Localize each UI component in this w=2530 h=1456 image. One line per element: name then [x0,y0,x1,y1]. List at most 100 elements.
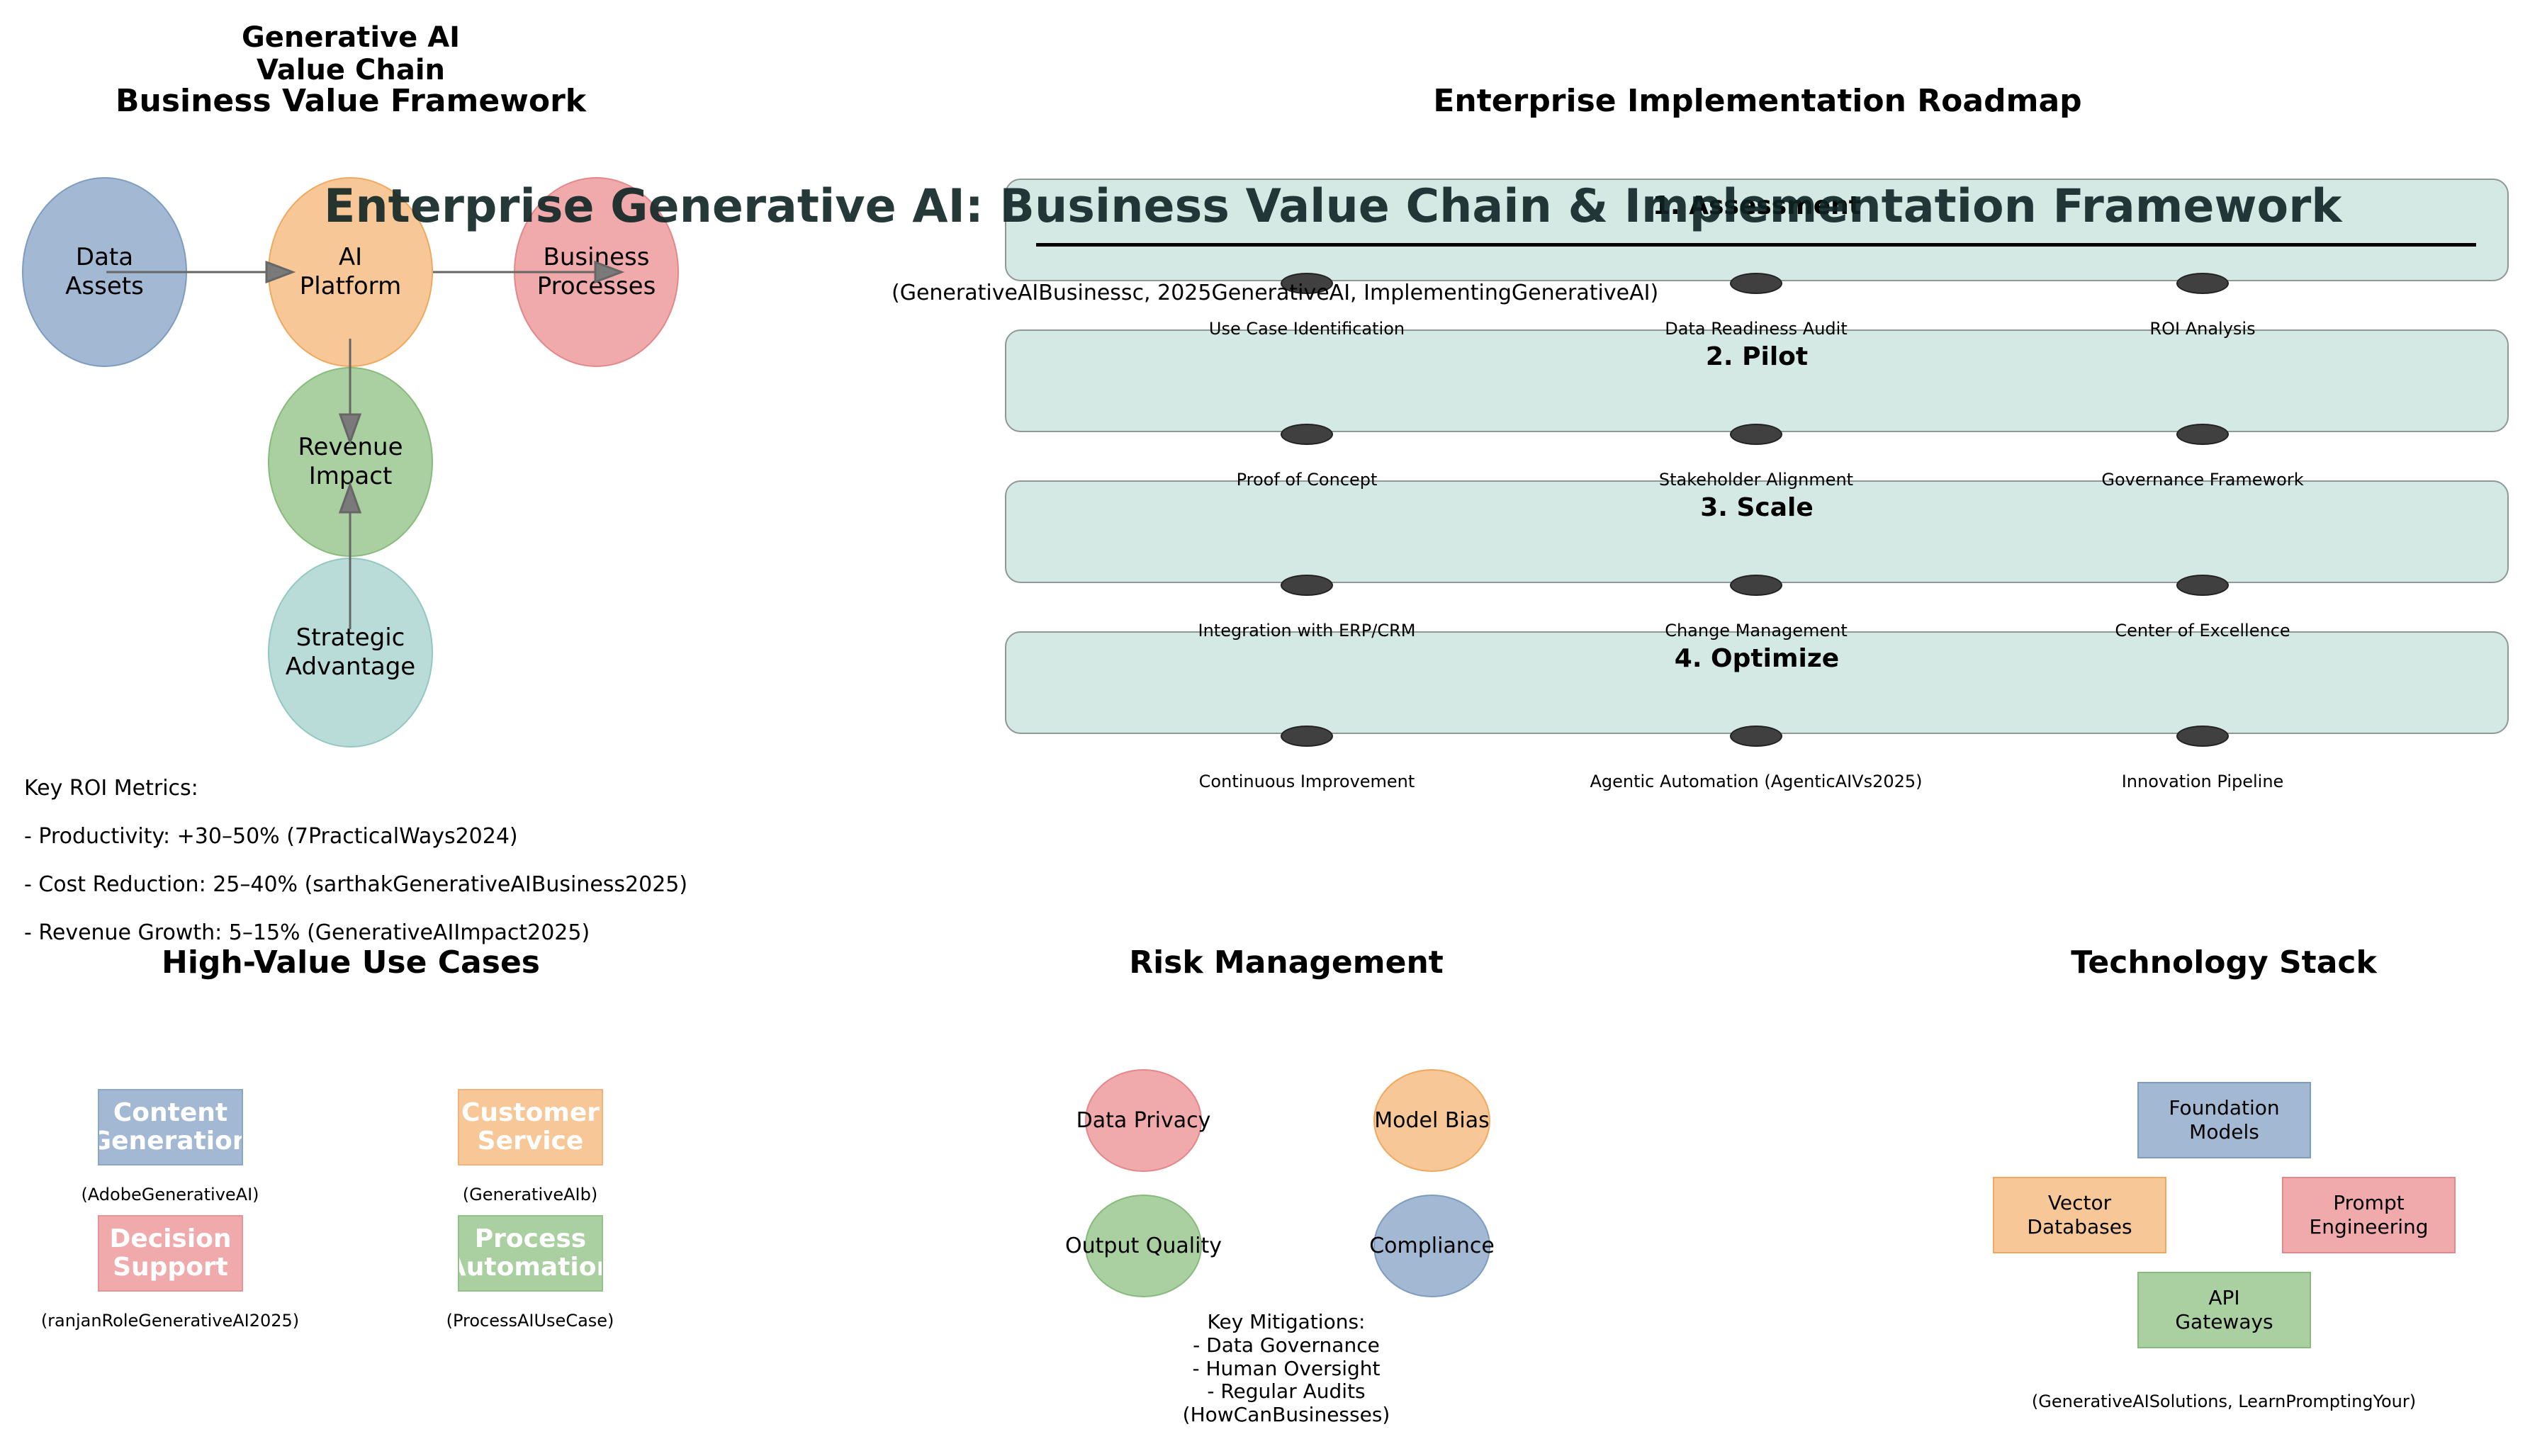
main-citation: (GenerativeAIBusinessc, 2025GenerativeAI… [892,281,1659,305]
main-title-underline [1036,243,2476,247]
tech-label-line1: Foundation [2169,1096,2280,1120]
stage-task: Stakeholder Alignment [1658,470,1854,490]
use-case-citation: (ProcessAIUseCase) [446,1311,614,1331]
roi-metric: - Productivity: +30–50% (7PracticalWays2… [24,824,518,849]
value-chain-title-line2: Value Chain [256,54,445,86]
use-case-label-line2: Service [477,1127,584,1156]
node-label-line2: Assets [65,272,144,300]
tech-title: Technology Stack [2071,944,2377,981]
use-case-content-generation: Content Generation [98,1089,243,1166]
node-label-line1: AI [338,243,363,272]
stage-task: Integration with ERP/CRM [1198,621,1416,640]
stage-marker [1730,575,1782,596]
value-chain-subtitle: Business Value Framework [115,83,587,119]
tech-label-line1: Vector [2047,1191,2112,1215]
arrowhead-ai-to-revenue-icon [338,413,362,446]
stage-task: Use Case Identification [1208,319,1405,339]
stage-pilot-box [1005,329,2509,432]
value-chain-title-line1: Generative AI [241,21,461,54]
risk-data-privacy: Data Privacy [1076,1069,1210,1172]
arrowhead-data-to-ai-icon [265,260,296,284]
stage-title: 2. Pilot [1705,342,1809,371]
node-label-line2: Advantage [285,653,416,681]
stage-task: Center of Excellence [2115,621,2290,640]
tech-label-line2: Engineering [2309,1215,2429,1238]
use-case-label-line1: Content [113,1098,228,1128]
tech-api-gateways: API Gateways [2137,1272,2311,1348]
mitigation-line: - Human Oversight [1192,1356,1381,1380]
stage-marker [2176,575,2229,596]
use-case-label-line2: Generation [98,1127,243,1156]
stage-title: 4. Optimize [1674,644,1840,673]
stage-marker [1730,726,1782,747]
risk-title: Risk Management [1129,944,1444,981]
risk-label: Compliance [1369,1234,1495,1258]
roi-title: Key ROI Metrics: [24,776,198,801]
tech-label-line1: API [2208,1286,2240,1310]
risk-model-bias: Model Bias [1373,1069,1490,1172]
mitigation-line: Key Mitigations: [1207,1310,1366,1333]
tech-label-line2: Gateways [2175,1310,2273,1333]
risk-label: Model Bias [1374,1108,1490,1133]
use-cases-title: High-Value Use Cases [162,944,540,981]
stage-title: 1. Assessment [1652,191,1861,220]
stage-marker [1281,726,1333,747]
roi-metric: - Cost Reduction: 25–40% (sarthakGenerat… [24,872,688,897]
arrowhead-strategic-to-revenue-icon [338,481,362,514]
use-case-citation: (GenerativeAIb) [462,1185,598,1204]
mitigation-line: (HowCanBusinesses) [1182,1403,1390,1426]
stage-marker [1281,575,1333,596]
stage-marker [1730,424,1782,445]
stage-marker [1730,273,1782,294]
value-chain-arrows [106,260,625,629]
stage-task: Innovation Pipeline [2121,772,2284,791]
stage-marker [2176,273,2229,294]
stage-marker [2176,424,2229,445]
use-case-process-automation: Process Automation [458,1215,603,1292]
stage-task: Change Management [1665,621,1848,640]
stage-title: 3. Scale [1700,493,1814,522]
risk-mitigations: Key Mitigations: - Data Governance - Hum… [1074,1310,1499,1427]
arrowhead-ai-to-business-icon [594,260,625,284]
risk-output-quality: Output Quality [1065,1195,1222,1297]
stage-task: ROI Analysis [2149,319,2256,339]
roi-metric: - Revenue Growth: 5–15% (GenerativeAIImp… [24,920,590,945]
risk-compliance: Compliance [1369,1195,1495,1297]
use-case-label-line1: Decision [109,1224,232,1254]
stage-marker [2176,726,2229,747]
mitigation-line: - Data Governance [1193,1333,1380,1357]
value-chain-title: Generative AI Value Chain [177,21,524,86]
stage-task: Governance Framework [2101,470,2304,490]
tech-vector-databases: Vector Databases [1993,1177,2166,1253]
tech-citation: (GenerativeAISolutions, LearnPromptingYo… [2031,1392,2417,1411]
stage-optimize-box [1005,631,2509,734]
use-case-decision-support: Decision Support [98,1215,243,1292]
use-case-citation: (ranjanRoleGenerativeAI2025) [40,1311,300,1331]
main-title: Enterprise Generative AI: Business Value… [324,180,2342,233]
stage-task: Data Readiness Audit [1665,319,1848,339]
tech-label-line2: Databases [2027,1215,2132,1238]
node-label-line2: Platform [299,272,402,300]
mitigation-line: - Regular Audits [1207,1379,1366,1404]
tech-foundation-models: Foundation Models [2137,1082,2311,1158]
node-label-line1: Data [75,243,134,272]
stage-marker [1281,424,1333,445]
roadmap-title: Enterprise Implementation Roadmap [1433,83,2082,119]
risk-label: Output Quality [1065,1234,1222,1258]
use-case-label-line1: Customer [461,1098,600,1128]
tech-prompt-engineering: Prompt Engineering [2282,1177,2456,1253]
use-case-label-line1: Process [474,1224,587,1254]
stage-marker [1281,273,1333,294]
node-ai-platform: AI Platform [268,177,433,367]
use-case-label-line2: Support [113,1253,228,1282]
stage-assessment-box [1005,179,2509,281]
stage-task: Continuous Improvement [1198,772,1415,791]
use-case-customer-service: Customer Service [458,1089,603,1166]
tech-label-line1: Prompt [2333,1191,2405,1215]
tech-label-line2: Models [2189,1120,2259,1144]
stage-task: Proof of Concept [1236,470,1378,490]
use-case-label-line2: Automation [459,1253,602,1282]
stage-task: Agentic Automation (AgenticAIVs2025) [1590,772,1923,791]
risk-label: Data Privacy [1076,1108,1211,1133]
use-case-citation: (AdobeGenerativeAI) [81,1185,259,1204]
